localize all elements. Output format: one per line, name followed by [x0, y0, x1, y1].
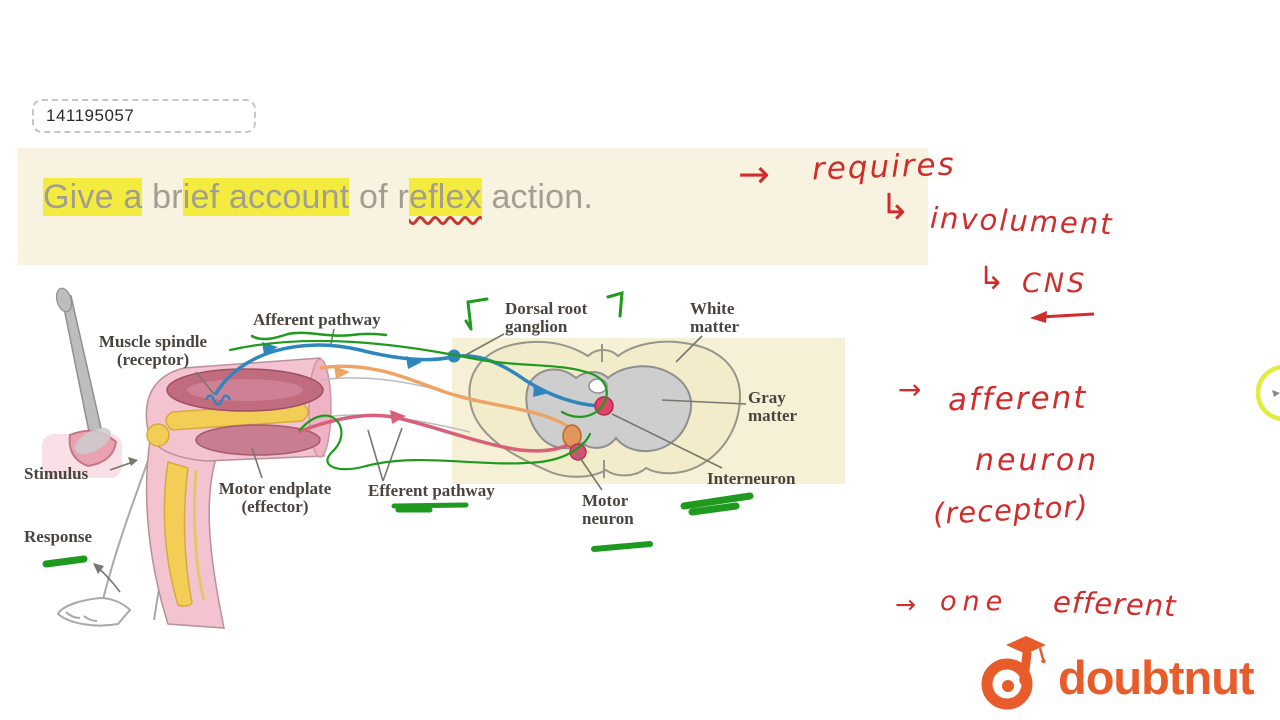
note-receptor: (receptor) — [932, 488, 1090, 532]
label-efferent-pathway: Efferent pathway — [368, 481, 495, 500]
question-banner: Give a brief account of reflex action. — [18, 148, 928, 265]
central-canal — [588, 378, 608, 394]
question-id: 141195057 — [46, 106, 135, 125]
note-neuron: neuron — [975, 443, 1100, 478]
cursor-pointer-icon — [1272, 390, 1280, 397]
green-underline-interneuron — [680, 492, 754, 516]
rose-arrowhead — [390, 410, 406, 424]
stimulus-arrowhead — [128, 457, 138, 466]
cursor-ring[interactable] — [1255, 365, 1280, 421]
label-gray-matter: Gray matter — [748, 388, 798, 425]
upper-thigh-muscle — [166, 368, 324, 412]
lower-leg — [145, 439, 225, 629]
green-underline-afferent — [250, 331, 388, 341]
label-stimulus: Stimulus — [24, 464, 89, 483]
label-response: Response — [24, 527, 93, 546]
question-text-segment: of r — [349, 178, 409, 216]
question-id-box: 141195057 — [32, 99, 256, 133]
response-arrowhead — [93, 563, 104, 574]
note-hook-cns: ↳ — [978, 259, 1005, 297]
motor-neuron-cell — [562, 424, 582, 448]
note-involvement: involument — [929, 200, 1115, 242]
interneuron-cell — [594, 396, 614, 416]
note-arrow-afferent: → — [898, 373, 922, 406]
question-text-segment: ief account — [182, 178, 350, 216]
note-efferent: efferent — [1052, 584, 1178, 624]
fibula-bone — [192, 469, 206, 601]
dorsal-root-ganglion-dot — [447, 349, 461, 363]
patella — [146, 423, 170, 447]
graduation-cap-icon — [1006, 636, 1046, 654]
gray-matter-region — [525, 365, 693, 453]
note-arrow-requires: → — [738, 152, 770, 196]
knee-contact-area — [68, 429, 118, 468]
question-text-segment: Give a — [43, 178, 143, 216]
doubtnut-logo: doubtnut — [980, 636, 1255, 712]
efferent-nerve-path-orange — [319, 364, 580, 436]
label-motor-neuron: Motor neuron — [582, 491, 634, 528]
doubtnut-logo-icon — [981, 636, 1046, 710]
question-text: Give a brief account of reflex action. — [43, 178, 593, 217]
green-underline-efferent — [391, 502, 469, 513]
label-muscle-spindle: Muscle spindle (receptor) — [98, 332, 208, 369]
doubtnut-logo-text: doubtnut — [1058, 651, 1255, 704]
label-dorsal-root-ganglion: Dorsal root ganglion — [505, 299, 588, 336]
note-one: one — [940, 586, 1009, 617]
muscle-spindle-receptor — [204, 394, 232, 406]
green-freehand-afferent-trace — [228, 339, 608, 418]
nerve-pathways — [213, 342, 614, 461]
note-arrow-efferent: → — [895, 590, 916, 619]
reflex-hammer — [42, 287, 122, 478]
label-interneuron: Interneuron — [707, 469, 796, 488]
afferent-nerve-path — [213, 343, 599, 408]
question-text-segment: action. — [481, 178, 594, 216]
green-bracket-right — [606, 290, 624, 318]
note-cns: CNS — [1022, 268, 1088, 299]
spinal-cord-cross-section — [468, 340, 742, 478]
green-freehand-efferent-trace — [298, 414, 592, 471]
afferent-arrowhead — [262, 342, 278, 355]
orange-arrowhead — [334, 366, 350, 379]
femur-bone — [165, 402, 309, 431]
question-text-segment: eflex — [408, 178, 482, 216]
green-bracket-left — [464, 297, 489, 331]
note-requires: requires — [811, 146, 957, 188]
note-afferent: afferent — [947, 379, 1088, 419]
thigh-cross-section — [308, 358, 332, 458]
cns-underline-arrow — [1030, 311, 1095, 323]
white-matter-region — [468, 340, 742, 478]
thigh — [145, 357, 325, 462]
hammer-head — [74, 427, 112, 455]
green-dash-response — [42, 555, 88, 568]
question-text-segment: br — [142, 178, 183, 216]
label-motor-endplate: Motor endplate (effector) — [218, 479, 332, 516]
tibia-bone — [163, 461, 193, 607]
efferent-nerve-path-rose — [297, 413, 578, 453]
lower-thigh-muscle — [195, 424, 321, 456]
note-hook-involvement: ↳ — [880, 187, 911, 228]
label-white-matter: White matter — [690, 299, 740, 336]
label-afferent-pathway: Afferent pathway — [253, 310, 381, 329]
green-underline-motor-neuron — [591, 541, 653, 552]
